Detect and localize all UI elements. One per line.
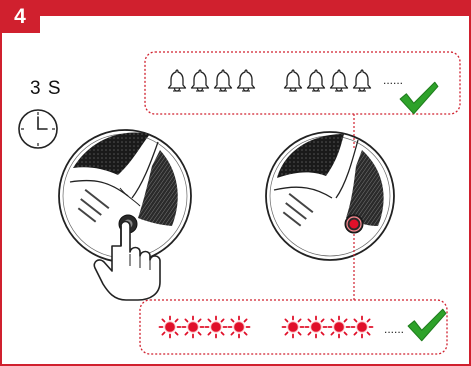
hand-pointer-icon xyxy=(93,220,161,301)
smoke-alarm-left xyxy=(58,129,192,263)
flash-icon xyxy=(181,315,205,339)
flash-icon xyxy=(227,315,251,339)
flash-icon xyxy=(304,315,328,339)
clock-icon xyxy=(18,109,58,149)
alarm-sound-bubble: ...... xyxy=(144,51,461,115)
press-duration-label: 3 S xyxy=(30,78,62,99)
alarm-light-bubble: ...... xyxy=(139,299,448,355)
step-number-badge: 4 xyxy=(0,0,40,33)
flash-icon xyxy=(204,315,228,339)
smoke-alarm-right xyxy=(265,131,395,261)
light-ellipsis: ...... xyxy=(384,322,404,336)
flash-icon xyxy=(281,315,305,339)
flash-icon xyxy=(327,315,351,339)
flash-icon xyxy=(350,315,374,339)
flash-icon xyxy=(158,315,182,339)
top-accent-bar xyxy=(0,0,471,16)
sound-ellipsis: ...... xyxy=(383,73,403,87)
